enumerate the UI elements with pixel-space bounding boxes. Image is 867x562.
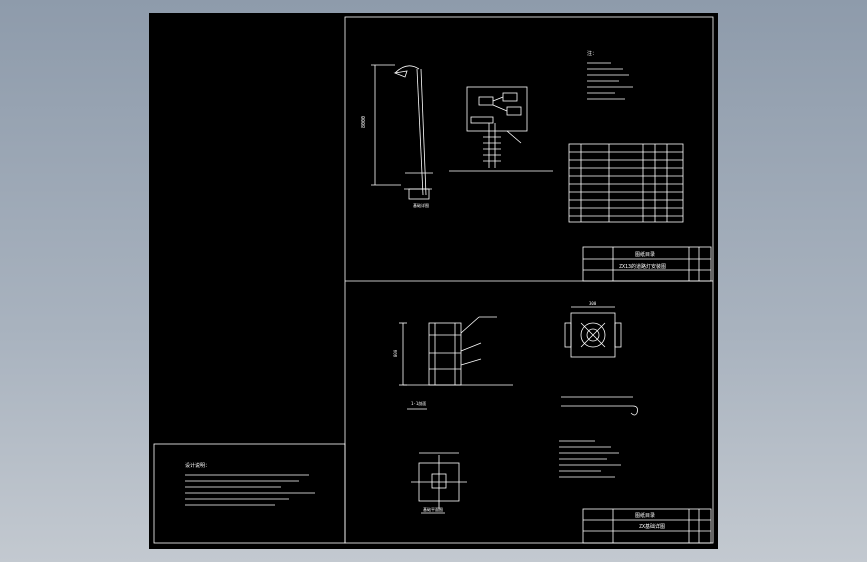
- cad-drawing: 8000 基础详图 注：: [153, 16, 714, 544]
- section-height-dim: 800: [393, 349, 398, 357]
- top-notes: 注：: [587, 50, 633, 100]
- plan-label: 基础平面图: [423, 506, 443, 512]
- bottom-title-block-label: 图纸目录: [635, 512, 655, 519]
- anchor-bolt: [561, 396, 638, 416]
- lamp-elevation: 8000 基础详图: [361, 64, 433, 208]
- top-title-block-label: 图纸目录: [635, 251, 655, 258]
- notes-panel-frame: [153, 443, 346, 544]
- top-title-block-title: ZX13的道路灯安装图: [619, 263, 666, 270]
- notes-header: 注：: [587, 50, 597, 57]
- design-notes-header: 设计说明：: [185, 462, 210, 469]
- cad-drawing-canvas: 8000 基础详图 注：: [149, 13, 718, 549]
- foundation-section: 1-1剖面 800: [393, 316, 513, 410]
- flange-width-dim: 300: [589, 301, 597, 306]
- bottom-notes: [559, 440, 621, 478]
- top-title-block: 图纸目录 ZX13的道路灯安装图: [582, 246, 712, 282]
- design-notes: 设计说明：: [185, 462, 315, 506]
- foundation-plan: 基础平面图: [411, 452, 467, 514]
- svg-text:8000: 8000: [361, 116, 367, 128]
- sheet-frame: [344, 16, 714, 544]
- wiring-diagram: [449, 86, 553, 172]
- section-label: 1-1剖面: [411, 400, 426, 406]
- bottom-title-block-title: ZX基础详图: [639, 523, 665, 530]
- materials-table: [568, 143, 684, 223]
- bottom-title-block: 图纸目录 ZX基础详图: [582, 508, 712, 544]
- svg-text:基础详图: 基础详图: [413, 202, 429, 208]
- flange-plate: 300: [564, 301, 622, 358]
